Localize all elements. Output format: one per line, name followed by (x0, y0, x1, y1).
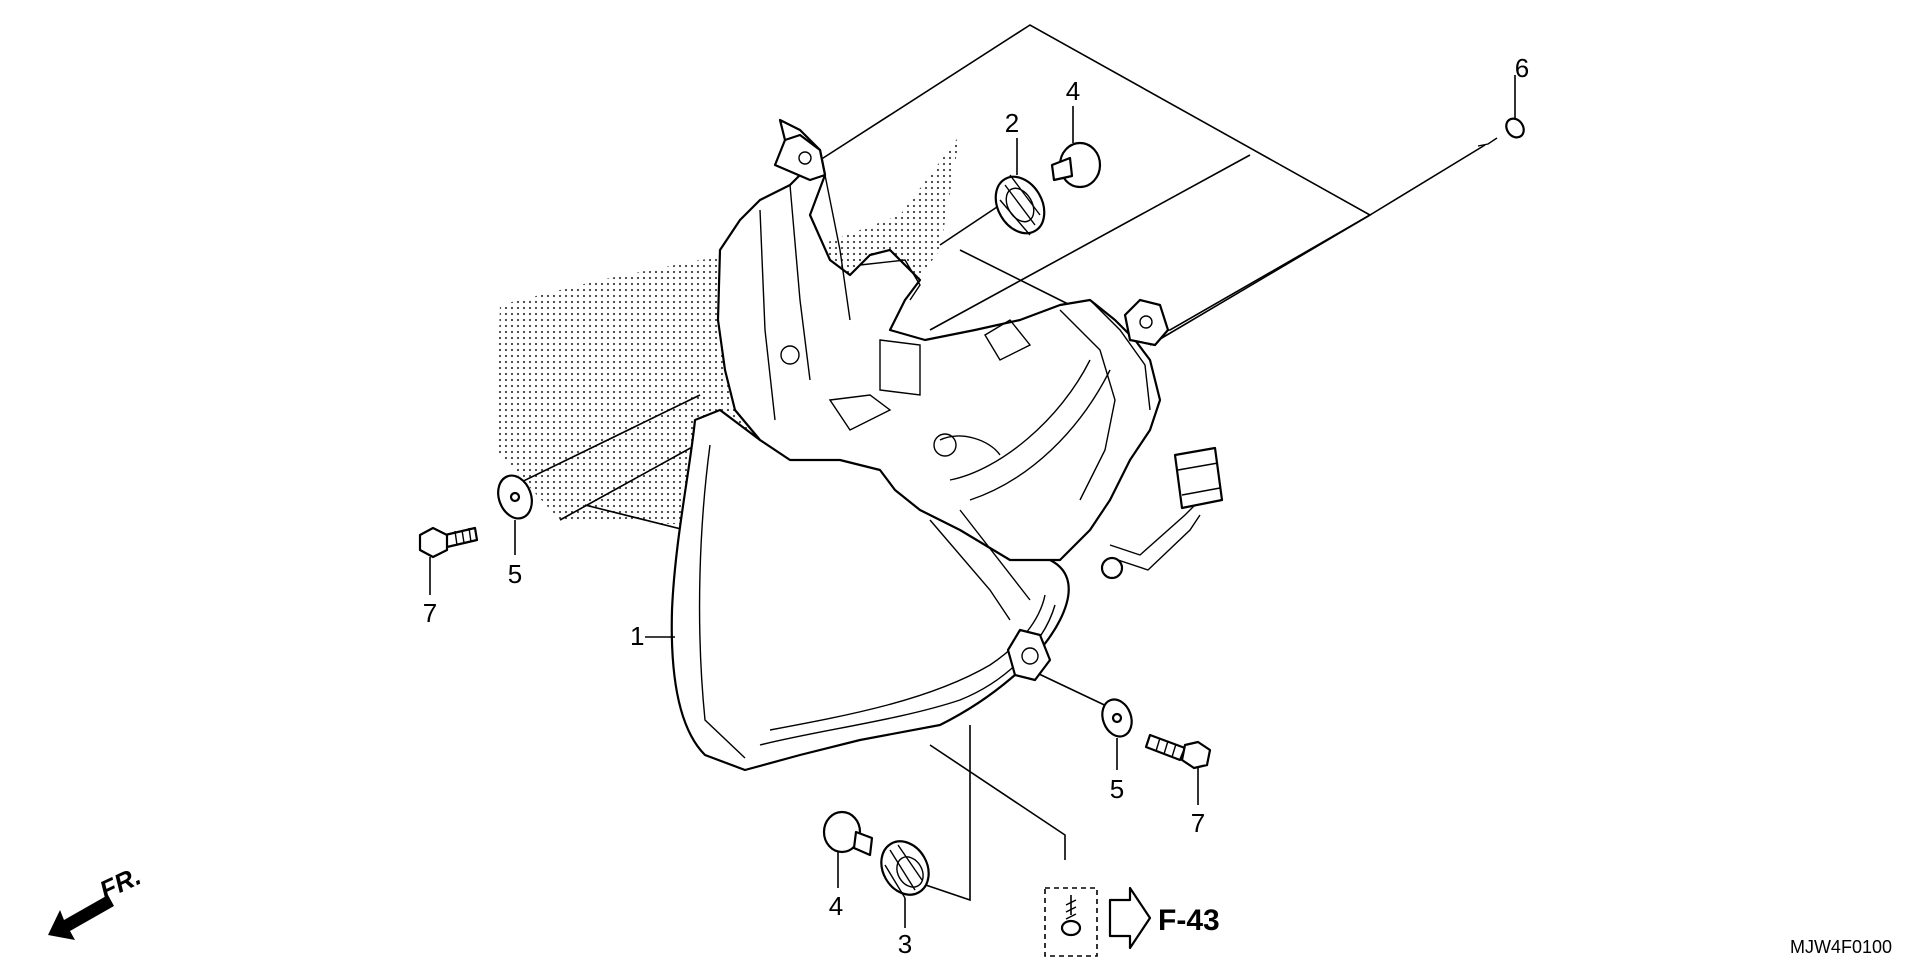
callout-5-left: 5 (508, 559, 522, 589)
callout-7-left: 7 (423, 598, 437, 628)
ref-screw-thread (1065, 899, 1077, 920)
bolt-right-head (1180, 740, 1212, 770)
housing-detail (824, 174, 851, 321)
callout-3: 3 (898, 929, 912, 959)
bolt-left-head (418, 526, 449, 559)
mount-tab (773, 133, 827, 182)
washer-right-hole (1111, 712, 1123, 724)
mount-hole (1139, 315, 1153, 329)
headlight-housing (716, 118, 1162, 562)
housing-detail (828, 394, 892, 431)
leader-line (504, 394, 701, 491)
callout-4-lower: 4 (829, 891, 843, 921)
reference-label: F-43 (1158, 904, 1220, 937)
housing-detail (984, 319, 1032, 361)
lens-contour (698, 444, 746, 759)
reference-box (1044, 887, 1098, 957)
housing-hole (780, 345, 800, 365)
screw-head-upper (1505, 117, 1525, 139)
grommet-lower-inner (896, 856, 924, 888)
mount-tab (1006, 628, 1052, 682)
leader-line (939, 204, 1001, 246)
callout-7-right: 7 (1191, 808, 1205, 838)
grommet-lower (880, 840, 930, 896)
diagram-code: MJW4F0100 (1790, 937, 1892, 957)
housing-detail (1089, 299, 1151, 411)
grommet-ribs (999, 174, 1041, 236)
connector-detail (1177, 462, 1219, 471)
collar-upper-sleeve (1050, 156, 1074, 182)
callout-4-upper: 4 (1066, 76, 1080, 106)
housing-detail (1059, 309, 1116, 501)
front-direction-arrow-icon (48, 895, 114, 940)
leader-line (559, 439, 706, 521)
mount-hole (1021, 647, 1039, 665)
screw-shank (1477, 137, 1498, 147)
housing-detail (969, 369, 1111, 501)
ref-screw-head (1060, 919, 1082, 937)
housing-detail (879, 339, 921, 396)
callout-2: 2 (1005, 108, 1019, 138)
callout-6: 6 (1515, 53, 1529, 83)
harness-grommet (1100, 556, 1124, 580)
headlight-lens (670, 408, 1070, 772)
washer-left-hole (509, 491, 521, 503)
leader-line (1369, 144, 1486, 216)
harness-wire (1117, 514, 1201, 571)
housing-detail (949, 359, 1091, 481)
bolt-right-thread (1155, 737, 1177, 758)
callout-5-right: 5 (1110, 774, 1124, 804)
bolt-left-shank (443, 526, 479, 549)
housing-hole (933, 433, 957, 457)
housing-detail (859, 259, 921, 301)
leader-line (1149, 214, 1371, 346)
lens-contour (769, 594, 1046, 731)
housing-detail (959, 509, 1031, 601)
housing-detail (759, 209, 776, 421)
reference-arrow-icon (1108, 886, 1152, 950)
mount-tab (1123, 298, 1170, 347)
harness-connector (1173, 446, 1224, 510)
leader-line (929, 154, 1251, 331)
grommet-lower-ribs (884, 844, 923, 899)
housing-detail (789, 184, 811, 381)
mount-hole (798, 151, 812, 165)
housing-detail (939, 435, 1001, 456)
harness-wire (1109, 504, 1196, 556)
housing-detail (929, 519, 1011, 621)
bolt-left-thread (454, 527, 472, 546)
connector-detail (1181, 487, 1221, 496)
callout-1: 1 (630, 621, 644, 651)
collar-lower-sleeve (852, 830, 874, 857)
leader-line (929, 744, 1066, 860)
collar-lower (822, 810, 862, 854)
